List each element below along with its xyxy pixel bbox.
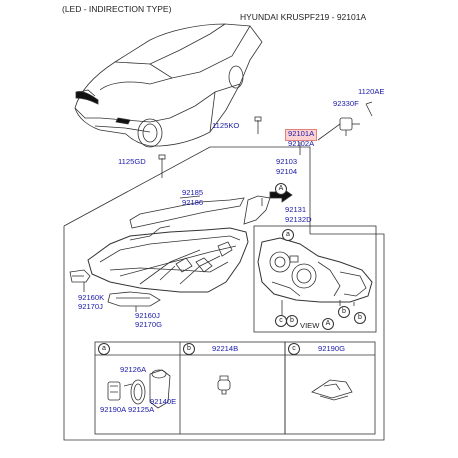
part-92140E[interactable]: 92140E (150, 397, 177, 406)
part-92131[interactable]: 92131 (285, 205, 307, 214)
part-92330F[interactable]: 92330F (333, 99, 359, 108)
part-92102A[interactable]: 92102A (288, 139, 315, 148)
callout-b-view-1: b (286, 315, 298, 327)
part-1125GD[interactable]: 1125GD (118, 157, 146, 166)
part-92214B[interactable]: 92214B (212, 344, 239, 353)
part-92125A[interactable]: 92125A (128, 405, 155, 414)
highlight-92101A (285, 129, 317, 141)
part-92170J[interactable]: 92170J (78, 302, 103, 311)
callout-b-view-2: b (338, 306, 350, 318)
callout-a-table: a (98, 343, 110, 355)
callout-c-table: c (288, 343, 300, 355)
part-92170G[interactable]: 92170G (135, 320, 163, 329)
part-92186[interactable]: 92186 (182, 198, 204, 207)
part-92132D[interactable]: 92132D (285, 215, 312, 224)
part-92160K[interactable]: 92160K (78, 293, 105, 302)
part-1120AE[interactable]: 1120AE (358, 87, 385, 96)
callout-A-arrow: A (275, 183, 287, 195)
callout-b-table: b (183, 343, 195, 355)
part-92160J[interactable]: 92160J (135, 311, 160, 320)
part-92104[interactable]: 92104 (276, 167, 298, 176)
callout-b-view-3: b (354, 312, 366, 324)
part-92190A[interactable]: 92190A (100, 405, 127, 414)
view-label: VIEW (300, 321, 320, 330)
callout-a-view: a (282, 229, 294, 241)
part-1125KO[interactable]: 1125KO (212, 121, 240, 130)
car-illustration (74, 23, 263, 148)
part-92103[interactable]: 92103 (276, 157, 298, 166)
part-92126A[interactable]: 92126A (120, 365, 147, 374)
part-92190G[interactable]: 92190G (318, 344, 346, 353)
part-92185[interactable]: 92185 (182, 188, 204, 197)
part-92101A[interactable]: 92101A (288, 129, 315, 138)
callout-A-view: A (322, 318, 334, 330)
type-label: (LED - INDIRECTION TYPE) (62, 4, 172, 14)
model-line: HYUNDAI KRUSPF219 - 92101A (240, 12, 367, 22)
